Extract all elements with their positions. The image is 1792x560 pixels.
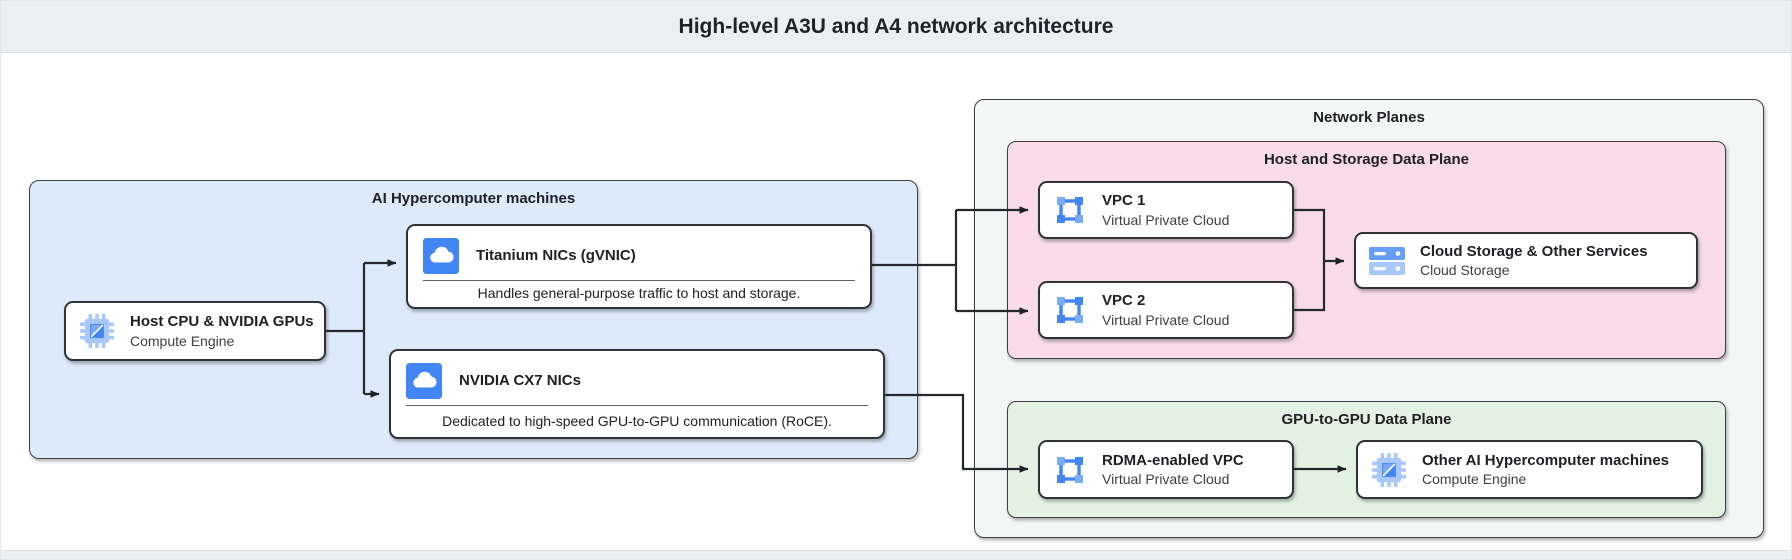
cloud-storage-icon — [1369, 246, 1405, 276]
node-title: VPC 1 — [1102, 192, 1146, 210]
compute-engine-chip-icon — [1371, 452, 1407, 488]
node-title: Host CPU & NVIDIA GPUs — [130, 313, 314, 331]
compute-engine-chip-icon — [79, 313, 115, 349]
cloud-nic-icon — [406, 363, 442, 399]
vpc-icon — [1053, 453, 1087, 487]
node-description: Handles general-purpose traffic to host … — [477, 285, 801, 301]
group-title: GPU-to-GPU Data Plane — [1281, 411, 1452, 428]
node-subtitle: Virtual Private Cloud — [1102, 211, 1230, 228]
node-subtitle: Compute Engine — [1422, 471, 1527, 488]
node-host-cpu-gpus: Host CPU & NVIDIA GPUs Compute Engine — [64, 301, 326, 361]
node-vpc-2: VPC 2 Virtual Private Cloud — [1038, 281, 1294, 339]
page-title: High-level A3U and A4 network architectu… — [678, 14, 1114, 38]
node-titanium-nics: Titanium NICs (gVNIC) Handles general-pu… — [406, 224, 872, 309]
divider — [423, 280, 855, 281]
node-title: VPC 2 — [1102, 292, 1146, 310]
node-subtitle: Compute Engine — [130, 332, 235, 349]
group-title: AI Hypercomputer machines — [371, 190, 576, 207]
node-subtitle: Virtual Private Cloud — [1102, 311, 1230, 328]
group-title: Host and Storage Data Plane — [1263, 151, 1470, 168]
node-title: Titanium NICs (gVNIC) — [476, 247, 636, 265]
node-rdma-vpc: RDMA-enabled VPC Virtual Private Cloud — [1038, 440, 1294, 499]
node-subtitle: Virtual Private Cloud — [1102, 471, 1230, 488]
node-description: Dedicated to high-speed GPU-to-GPU commu… — [442, 412, 832, 429]
node-title: RDMA-enabled VPC — [1102, 451, 1244, 469]
node-other-ai-machines: Other AI Hypercomputer machines Compute … — [1356, 440, 1703, 499]
vpc-icon — [1053, 193, 1087, 227]
cloud-nic-icon — [423, 238, 459, 274]
bottom-strip — [1, 550, 1791, 559]
node-vpc-1: VPC 1 Virtual Private Cloud — [1038, 181, 1294, 239]
group-title: Network Planes — [1313, 109, 1425, 126]
node-nvidia-cx7-nics: NVIDIA CX7 NICs Dedicated to high-speed … — [389, 349, 885, 439]
node-title: NVIDIA CX7 NICs — [459, 372, 581, 390]
node-title: Other AI Hypercomputer machines — [1422, 451, 1670, 469]
node-cloud-storage: Cloud Storage & Other Services Cloud Sto… — [1354, 232, 1698, 289]
divider — [406, 405, 868, 406]
node-title: Cloud Storage & Other Services — [1420, 242, 1648, 260]
node-subtitle: Cloud Storage — [1420, 262, 1510, 279]
vpc-icon — [1053, 293, 1087, 327]
diagram-header: High-level A3U and A4 network architectu… — [1, 1, 1791, 53]
